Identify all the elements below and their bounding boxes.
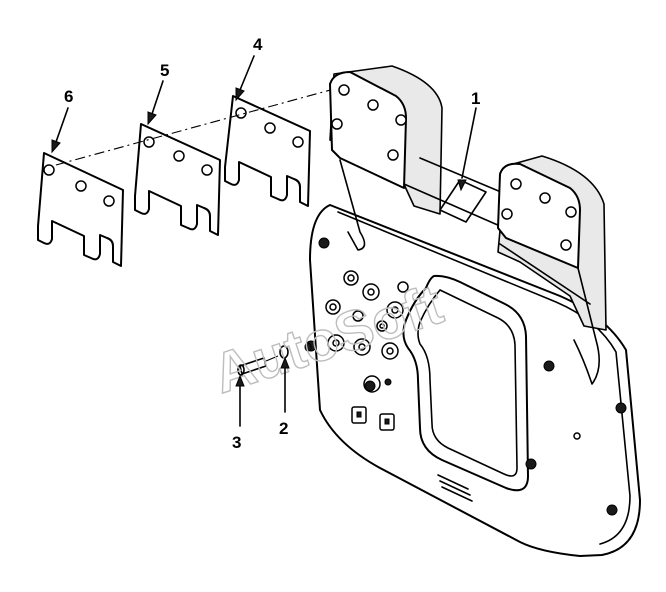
callout-2: 2 xyxy=(279,419,288,438)
leader-line-1 xyxy=(457,107,477,192)
shim-plate-4 xyxy=(224,95,311,207)
upper-mounting-bracket xyxy=(329,65,607,385)
bracket-plate-1 xyxy=(237,204,641,557)
leader-line-5 xyxy=(147,80,164,126)
callout-4: 4 xyxy=(253,35,263,54)
leader-line-6 xyxy=(51,107,69,154)
leader-line-4 xyxy=(235,55,255,102)
shim-plate-6 xyxy=(37,152,124,267)
callout-3: 3 xyxy=(232,433,241,452)
alignment-centerline xyxy=(55,85,346,166)
callout-1: 1 xyxy=(471,89,480,108)
leader-line-3 xyxy=(235,374,245,427)
callout-5: 5 xyxy=(160,61,169,80)
callout-6: 6 xyxy=(64,87,73,106)
leader-line-2 xyxy=(280,356,290,413)
shim-plate-5 xyxy=(134,123,221,236)
